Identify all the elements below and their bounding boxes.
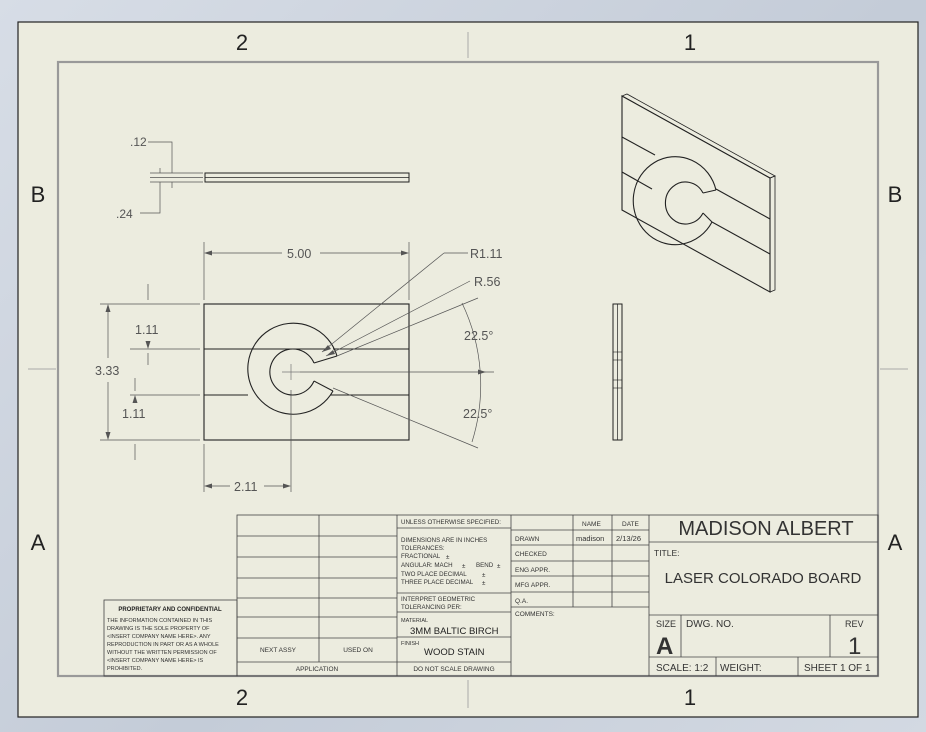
dim-radius-outer: R1.11 [470,247,502,261]
tolerance-pm: ± [482,580,486,587]
date-column-header: DATE [622,521,640,528]
finish-value: WOOD STAIN [424,647,485,658]
dim-center-x: 2.11 [234,480,257,494]
dim-thickness-large: .24 [116,207,133,221]
zone-label-bottom-1: 1 [684,685,696,710]
proprietary-line: WITHOUT THE WRITTEN PERMISSION OF [107,650,217,656]
scale-text: SCALE: 1:2 [656,663,709,674]
proprietary-line: THE INFORMATION CONTAINED IN THIS [107,618,212,624]
front-view-dimensions: 5.00 R1.11 R.56 3.33 1.11 1.11 22.5° 22.… [95,242,502,494]
dim-band-bottom: 1.11 [122,407,145,421]
next-assy-label: NEXT ASSY [260,647,297,654]
size-label: SIZE [656,619,676,629]
zone-label-left-b: B [31,182,46,207]
tolerance-bend: BEND [476,562,494,569]
dim-angle-bottom: 22.5° [463,407,492,421]
proprietary-line: <INSERT COMPANY NAME HERE>. ANY [107,634,211,640]
interpret-line-1: INTERPRET GEOMETRIC [401,596,476,603]
dim-band-top: 1.11 [135,323,158,337]
company-name: MADISON ALBERT [678,518,853,540]
checked-row-label: CHECKED [515,551,547,558]
mfg-appr-row-label: MFG APPR. [515,582,551,589]
side-view [612,303,623,441]
sheet-border [17,21,919,718]
do-not-scale-label: DO NOT SCALE DRAWING [413,666,494,673]
weight-label: WEIGHT: [720,663,762,674]
isometric-view [621,93,776,293]
tolerance-fractional: FRACTIONAL [401,553,441,560]
top-view: .12 .24 [116,135,410,221]
proprietary-line: PROHIBITED. [107,666,143,672]
title-block: NEXT ASSY USED ON APPLICATION DO NOT SCA… [236,514,879,677]
dim-radius-inner: R.56 [474,275,500,289]
tolerance-three-place: THREE PLACE DECIMAL [401,579,474,586]
drawn-row-label: DRAWN [515,536,540,543]
tolerance-title: TOLERANCES: [401,545,445,552]
dim-thickness-small: .12 [130,135,147,149]
proprietary-heading: PROPRIETARY AND CONFIDENTIAL [118,607,222,613]
tolerance-angular: ANGULAR: MACH [401,562,453,569]
material-value: 3MM BALTIC BIRCH [410,626,499,637]
zone-label-left-a: A [31,530,46,555]
size-value: A [656,633,673,660]
tolerance-pm: ± [462,563,466,570]
tolerance-pm: ± [497,563,501,570]
drawing-title: LASER COLORADO BOARD [665,570,862,587]
tolerance-pm: ± [482,572,486,579]
dwg-no-label: DWG. NO. [686,619,734,630]
tolerance-units: DIMENSIONS ARE IN INCHES [401,537,487,544]
rev-value: 1 [848,633,861,660]
zone-label-top-2: 2 [236,30,248,55]
comments-label: COMMENTS: [515,611,555,618]
drawn-date: 2/13/26 [616,534,641,543]
qa-row-label: Q.A. [515,598,528,605]
tolerance-header: UNLESS OTHERWISE SPECIFIED: [401,519,501,526]
material-label: MATERIAL [401,618,428,624]
title-label: TITLE: [654,548,680,558]
dim-height: 3.33 [95,364,119,378]
dim-width: 5.00 [287,247,311,261]
proprietary-line: REPRODUCTION IN PART OR AS A WHOLE [107,642,219,648]
zone-label-right-b: B [888,182,903,207]
zone-label-top-1: 1 [684,30,696,55]
interpret-line-2: TOLERANCING PER: [401,604,462,611]
tolerance-two-place: TWO PLACE DECIMAL [401,571,467,578]
dim-angle-top: 22.5° [464,329,493,343]
used-on-label: USED ON [343,647,373,654]
zone-label-right-a: A [888,530,903,555]
sheet-number: SHEET 1 OF 1 [804,663,871,674]
name-column-header: NAME [582,521,601,528]
rev-label: REV [845,619,864,629]
zone-ticks [28,32,908,708]
tolerance-pm: ± [446,554,450,561]
eng-appr-row-label: ENG APPR. [515,567,550,574]
application-label: APPLICATION [296,666,339,673]
finish-label: FINISH [401,641,419,647]
proprietary-line: <INSERT COMPANY NAME HERE> IS [107,658,204,664]
drawn-name: madison [576,534,604,543]
proprietary-line: DRAWING IS THE SOLE PROPERTY OF [107,626,210,632]
zone-label-bottom-2: 2 [236,685,248,710]
